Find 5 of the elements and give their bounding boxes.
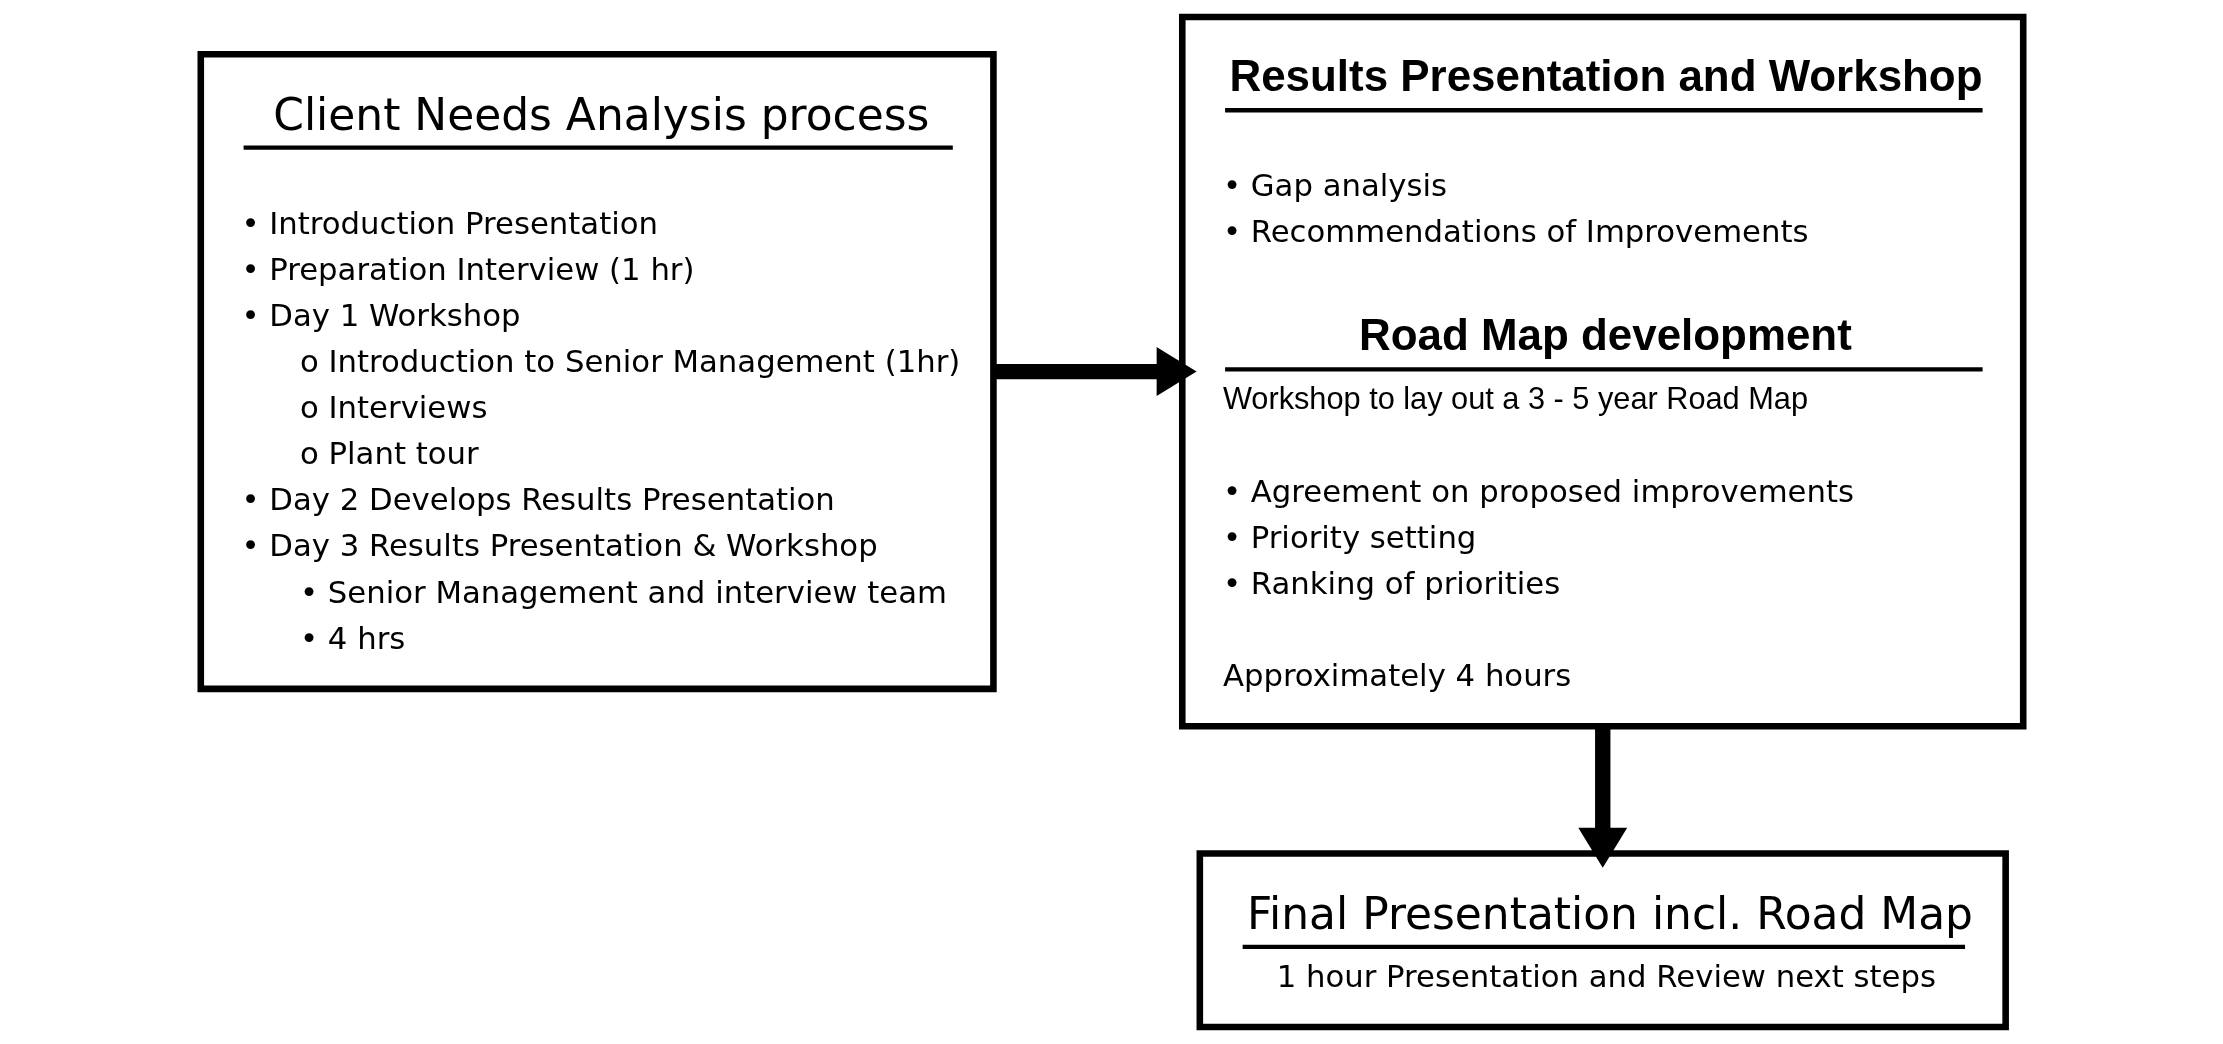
arrow bbox=[1577, 727, 1627, 868]
node-box: Results Presentation and Workshop • Gap analysis • Recommendations of Improvements Road Map development Workshop to lay out a 3 - 5 year Road Map • Agreement on proposed improvements • Priority setting • Ranking of priorities Approximately 4 hours bbox=[1178, 13, 2026, 730]
arrow bbox=[993, 347, 1197, 397]
node-box: Client Needs Analysis process • Introduction Presentation • Preparation Interview (1 hr) • Day 1 Workshop o Introduction to Senior Management (1hr) o Interviews o Plant tour • Day 2 Develops Results Presentation • Day 3 Results Presentation & Workshop • Senior Management and interview team • 4 hrs bbox=[197, 51, 997, 693]
node-box: Final Presentation incl. Road Map 1 hour Presentation and Review next steps bbox=[1196, 850, 2009, 1031]
